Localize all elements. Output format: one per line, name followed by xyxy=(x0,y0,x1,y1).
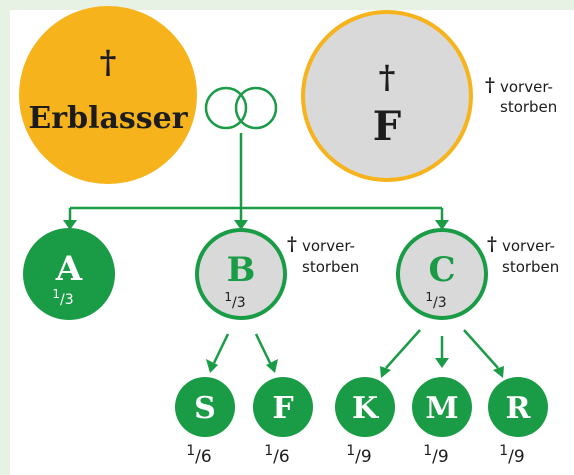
grandchild-k-label: K xyxy=(352,391,379,426)
child-a-circle xyxy=(23,228,115,320)
child-b-note-dagger-icon: † xyxy=(287,233,297,255)
child-b-label: B xyxy=(227,250,256,290)
grandchild-m-label: M xyxy=(425,391,458,426)
grandchild-r-share: 1/9 xyxy=(499,443,524,467)
node-child-c: C 1/3 † vorver- storben xyxy=(396,228,559,320)
child-c-share: 1/3 xyxy=(425,290,446,311)
node-grandchild-s: S 1/6 xyxy=(175,377,235,467)
grandchild-f-label: F xyxy=(272,391,293,426)
c-to-k-line xyxy=(385,329,421,369)
grandchild-s-circle xyxy=(175,377,235,437)
child-c-note-line2: storben xyxy=(502,258,559,276)
erblasser-dagger-icon: † xyxy=(100,43,117,81)
node-child-b: B 1/3 † vorver- storben xyxy=(195,228,359,320)
marriage-rings-icon xyxy=(204,86,278,130)
arrow-f-icon xyxy=(266,359,278,373)
fraction-slash: / xyxy=(508,447,514,467)
grandchild-f-circle xyxy=(253,377,313,437)
b-to-s-line xyxy=(212,333,230,364)
node-spouse-f: † F † vorver- storben xyxy=(301,10,557,182)
fraction-slash: / xyxy=(273,447,279,467)
fraction-slash: / xyxy=(195,447,201,467)
grandchild-r-label: R xyxy=(506,391,532,426)
fraction-slash: / xyxy=(60,292,65,308)
node-erblasser: † Erblasser xyxy=(19,6,197,184)
child-a-share: 1/3 xyxy=(52,287,73,308)
node-child-a: A 1/3 xyxy=(23,228,115,320)
child-b-share: 1/3 xyxy=(224,290,245,311)
grandchild-k-share: 1/9 xyxy=(346,443,371,467)
node-grandchild-f: F 1/6 xyxy=(253,377,313,467)
fraction-slash: / xyxy=(433,295,438,311)
grandchild-k-circle xyxy=(335,377,395,437)
arrow-m-icon xyxy=(435,358,449,368)
spouse-circle xyxy=(301,10,473,182)
spouse-label: F xyxy=(373,103,401,150)
c-to-r-line xyxy=(463,329,499,369)
spouse-note-line1: vorver- xyxy=(500,78,553,96)
arrow-b-icon xyxy=(234,220,248,230)
b-to-f-line xyxy=(254,333,272,364)
arrow-a-icon xyxy=(63,220,77,230)
arrow-k-icon xyxy=(380,366,391,378)
erblasser-label: Erblasser xyxy=(28,101,188,136)
grandchild-s-share: 1/6 xyxy=(186,443,211,467)
node-grandchild-r: R 1/9 xyxy=(488,377,548,467)
grandchild-s-label: S xyxy=(194,391,216,426)
node-grandchild-m: M 1/9 xyxy=(412,377,472,467)
child-c-note-line1: vorver- xyxy=(502,237,555,255)
grandchild-f-share: 1/6 xyxy=(264,443,289,467)
arrowheads xyxy=(63,220,504,378)
spouse-note-dagger-icon: † xyxy=(485,74,495,96)
spouse-note-line2: storben xyxy=(500,98,557,116)
child-c-circle xyxy=(396,228,488,320)
grandchild-r-circle xyxy=(488,377,548,437)
grandchild-m-share: 1/9 xyxy=(423,443,448,467)
node-grandchild-k: K 1/9 xyxy=(335,377,395,467)
grandchild-m-circle xyxy=(412,377,472,437)
erblasser-circle xyxy=(19,6,197,184)
arrow-s-icon xyxy=(206,359,218,373)
child-b-circle xyxy=(195,228,287,320)
spouse-dagger-icon: † xyxy=(379,58,396,96)
fraction-slash: / xyxy=(355,447,361,467)
child-c-note-dagger-icon: † xyxy=(487,233,497,255)
child-b-note-line2: storben xyxy=(302,258,359,276)
child-a-label: A xyxy=(55,249,83,289)
arrow-r-icon xyxy=(493,366,504,378)
fraction-slash: / xyxy=(432,447,438,467)
child-b-note-line1: vorver- xyxy=(302,237,355,255)
child-c-label: C xyxy=(428,250,455,290)
fraction-slash: / xyxy=(232,295,237,311)
connectors xyxy=(68,133,499,369)
arrow-c-icon xyxy=(435,220,449,230)
